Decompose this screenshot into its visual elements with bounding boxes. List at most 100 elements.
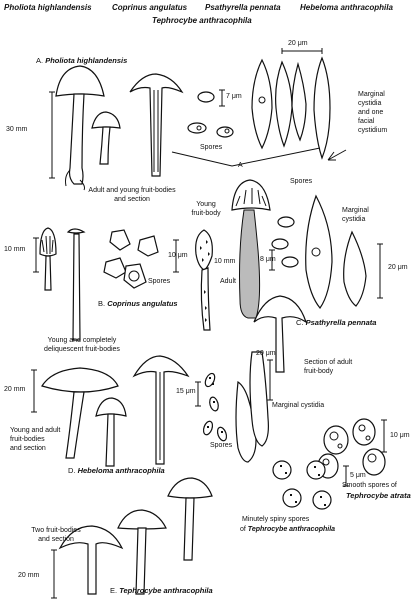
atrata-drawings: [317, 418, 387, 479]
panel-e-scale-spores: 5 μm: [350, 472, 366, 479]
scale-bar-15um: [195, 381, 201, 407]
header-species-1: Pholiota highlandensis: [4, 3, 92, 12]
scale-bar-20mm: [31, 369, 37, 413]
panel-a-arrow-label: A: [238, 162, 243, 169]
coprinus-spore-1: [109, 229, 131, 251]
psathyrella-adult-stipe: [239, 209, 261, 319]
scale-bar-20mm-e: [51, 549, 57, 599]
coprinus-young-stipe: [44, 255, 52, 291]
atrata-spore-2: [352, 418, 376, 446]
panel-c-cystidia-label: Marginal cystidia: [342, 207, 369, 223]
panel-d-scale-size: 20 mm: [4, 386, 26, 393]
scale-bar-5um: [343, 465, 349, 487]
hebeloma-young-stipe: [105, 413, 115, 467]
panel-b-caption: Young and completely deliquescent fruit-…: [44, 337, 120, 353]
scale-bar-10mm: [33, 237, 39, 273]
panel-a-title: A. Pholiota highlandensis: [36, 56, 128, 65]
panel-d-section-label: Section of adult fruit-body: [304, 359, 353, 375]
coprinus-drawings: [33, 227, 179, 341]
scale-bar-30mm: [49, 91, 55, 179]
scale-bar-10um-atrata: [381, 419, 387, 453]
atrata-name: Tephrocybe atrata: [346, 491, 411, 500]
panel-c-young-label: Young fruit-body: [191, 201, 221, 217]
coprinus-spore-2: [137, 235, 159, 257]
panel-b-scale-spores: 10 μm: [168, 252, 188, 259]
pholiota-cystidium-3: [291, 61, 307, 142]
hebeloma-spore-4: [216, 426, 228, 442]
pholiota-adult-stipe: [68, 93, 85, 185]
panel-e-title: E. Tephrocybe anthracophila: [110, 586, 213, 595]
panel-e-spores-name: Tephrocybe anthracophila: [247, 526, 336, 533]
tephrocybe-fb2-stipe: [183, 497, 195, 561]
panel-c-adult-label: Adult: [220, 278, 236, 285]
panel-a-spores-label: Spores: [200, 144, 223, 151]
tephrocybe-fb1-stipe: [135, 527, 147, 595]
panel-e-spores-caption: Minutely spiny spores: [242, 516, 310, 523]
psathyrella-spore-2: [271, 238, 289, 250]
pholiota-cystidium-2: [275, 60, 293, 148]
scale-bar-8um: [269, 249, 275, 271]
psathyrella-cystidium-2: [343, 230, 367, 307]
hebeloma-cystidium-1: [235, 380, 257, 463]
panel-d-scale-spores: 15 μm: [176, 388, 196, 395]
psathyrella-spore-1: [277, 216, 295, 228]
pholiota-cystidium-facial: [313, 56, 331, 160]
hebeloma-cystidium-2: [249, 351, 269, 447]
pholiota-young-cap: [91, 111, 121, 129]
panel-e-caption: Two fruit-bodies and section: [31, 527, 81, 543]
tephrocybe-spores: [272, 460, 332, 510]
panel-d-cystidia-label: Marginal cystidia: [272, 402, 325, 409]
panel-e-spores-of: of Tephrocybe anthracophila: [240, 526, 336, 533]
panel-d-caption: Young and adult fruit-bodies and section: [10, 427, 61, 452]
panel-c-spores-label: Spores: [290, 178, 313, 185]
psathyrella-young-stipe: [200, 267, 211, 331]
hebeloma-spore-1: [204, 372, 216, 388]
panel-b-scale-size: 10 mm: [4, 246, 26, 253]
panel-a-scale-size: 30 mm: [6, 126, 28, 133]
atrata-scale: 10 μm: [390, 432, 410, 439]
pointer-lines-a: [171, 147, 321, 167]
arrow-to-facial-cystidium: [327, 149, 347, 161]
header-species-2: Coprinus angulatus: [112, 3, 188, 12]
tephrocybe-fb2-cap: [167, 477, 213, 499]
atrata-caption: Smooth spores of: [342, 482, 397, 489]
hebeloma-adult-cap: [41, 367, 119, 393]
panel-a-caption: Adult and young fruit-bodies and section: [88, 187, 176, 203]
header-species-3: Psathyrella pennata: [205, 3, 281, 12]
panel-b-title: B. Coprinus angulatus: [98, 299, 178, 308]
panel-a-cystidia-label: Marginal cystidia and one facial cystidi…: [358, 91, 388, 134]
hebeloma-spore-2: [209, 396, 219, 412]
pholiota-cystidium-1: [251, 58, 273, 150]
panel-d-scale-cyst: 20 μm: [256, 350, 276, 357]
tephrocybe-drawings: [51, 460, 349, 599]
pholiota-drawings: [49, 48, 347, 191]
pholiota-section: [129, 73, 184, 177]
pholiota-adult-cap: [55, 65, 105, 97]
pholiota-young-stipe: [99, 126, 111, 165]
panel-d-spores-label: Spores: [210, 442, 233, 449]
header-species-5: Tephrocybe anthracophila: [152, 16, 252, 25]
psathyrella-cystidium-1: [305, 194, 333, 309]
coprinus-deliquescent-stipe: [72, 233, 81, 341]
panel-e-scale-size: 20 mm: [18, 572, 40, 579]
panel-d-title: D. Hebeloma anthracophila: [68, 466, 165, 475]
psathyrella-adult-cap: [231, 179, 271, 211]
tephrocybe-section: [58, 525, 124, 595]
hebeloma-drawings: [31, 351, 273, 467]
hebeloma-young-cap: [95, 397, 127, 417]
hebeloma-adult-stipe: [65, 391, 85, 459]
panel-c-title: C. Psathyrella pennata: [296, 318, 377, 327]
panel-a-scale-micro: 20 μm: [288, 40, 308, 47]
psathyrella-section: [253, 295, 308, 373]
psathyrella-drawings: [195, 179, 383, 373]
panel-c-scale-cyst: 20 μm: [388, 264, 408, 271]
psathyrella-young-cap: [195, 229, 213, 271]
panel-c-scale-spores: 8 μm: [260, 256, 276, 263]
coprinus-spore-3: [103, 257, 127, 279]
hebeloma-section: [132, 355, 190, 465]
tephrocybe-fb1-cap: [117, 509, 167, 530]
panel-c-scale-size: 10 mm: [214, 258, 236, 265]
pholiota-spore-1: [197, 91, 215, 103]
coprinus-spore-4: [123, 263, 147, 289]
